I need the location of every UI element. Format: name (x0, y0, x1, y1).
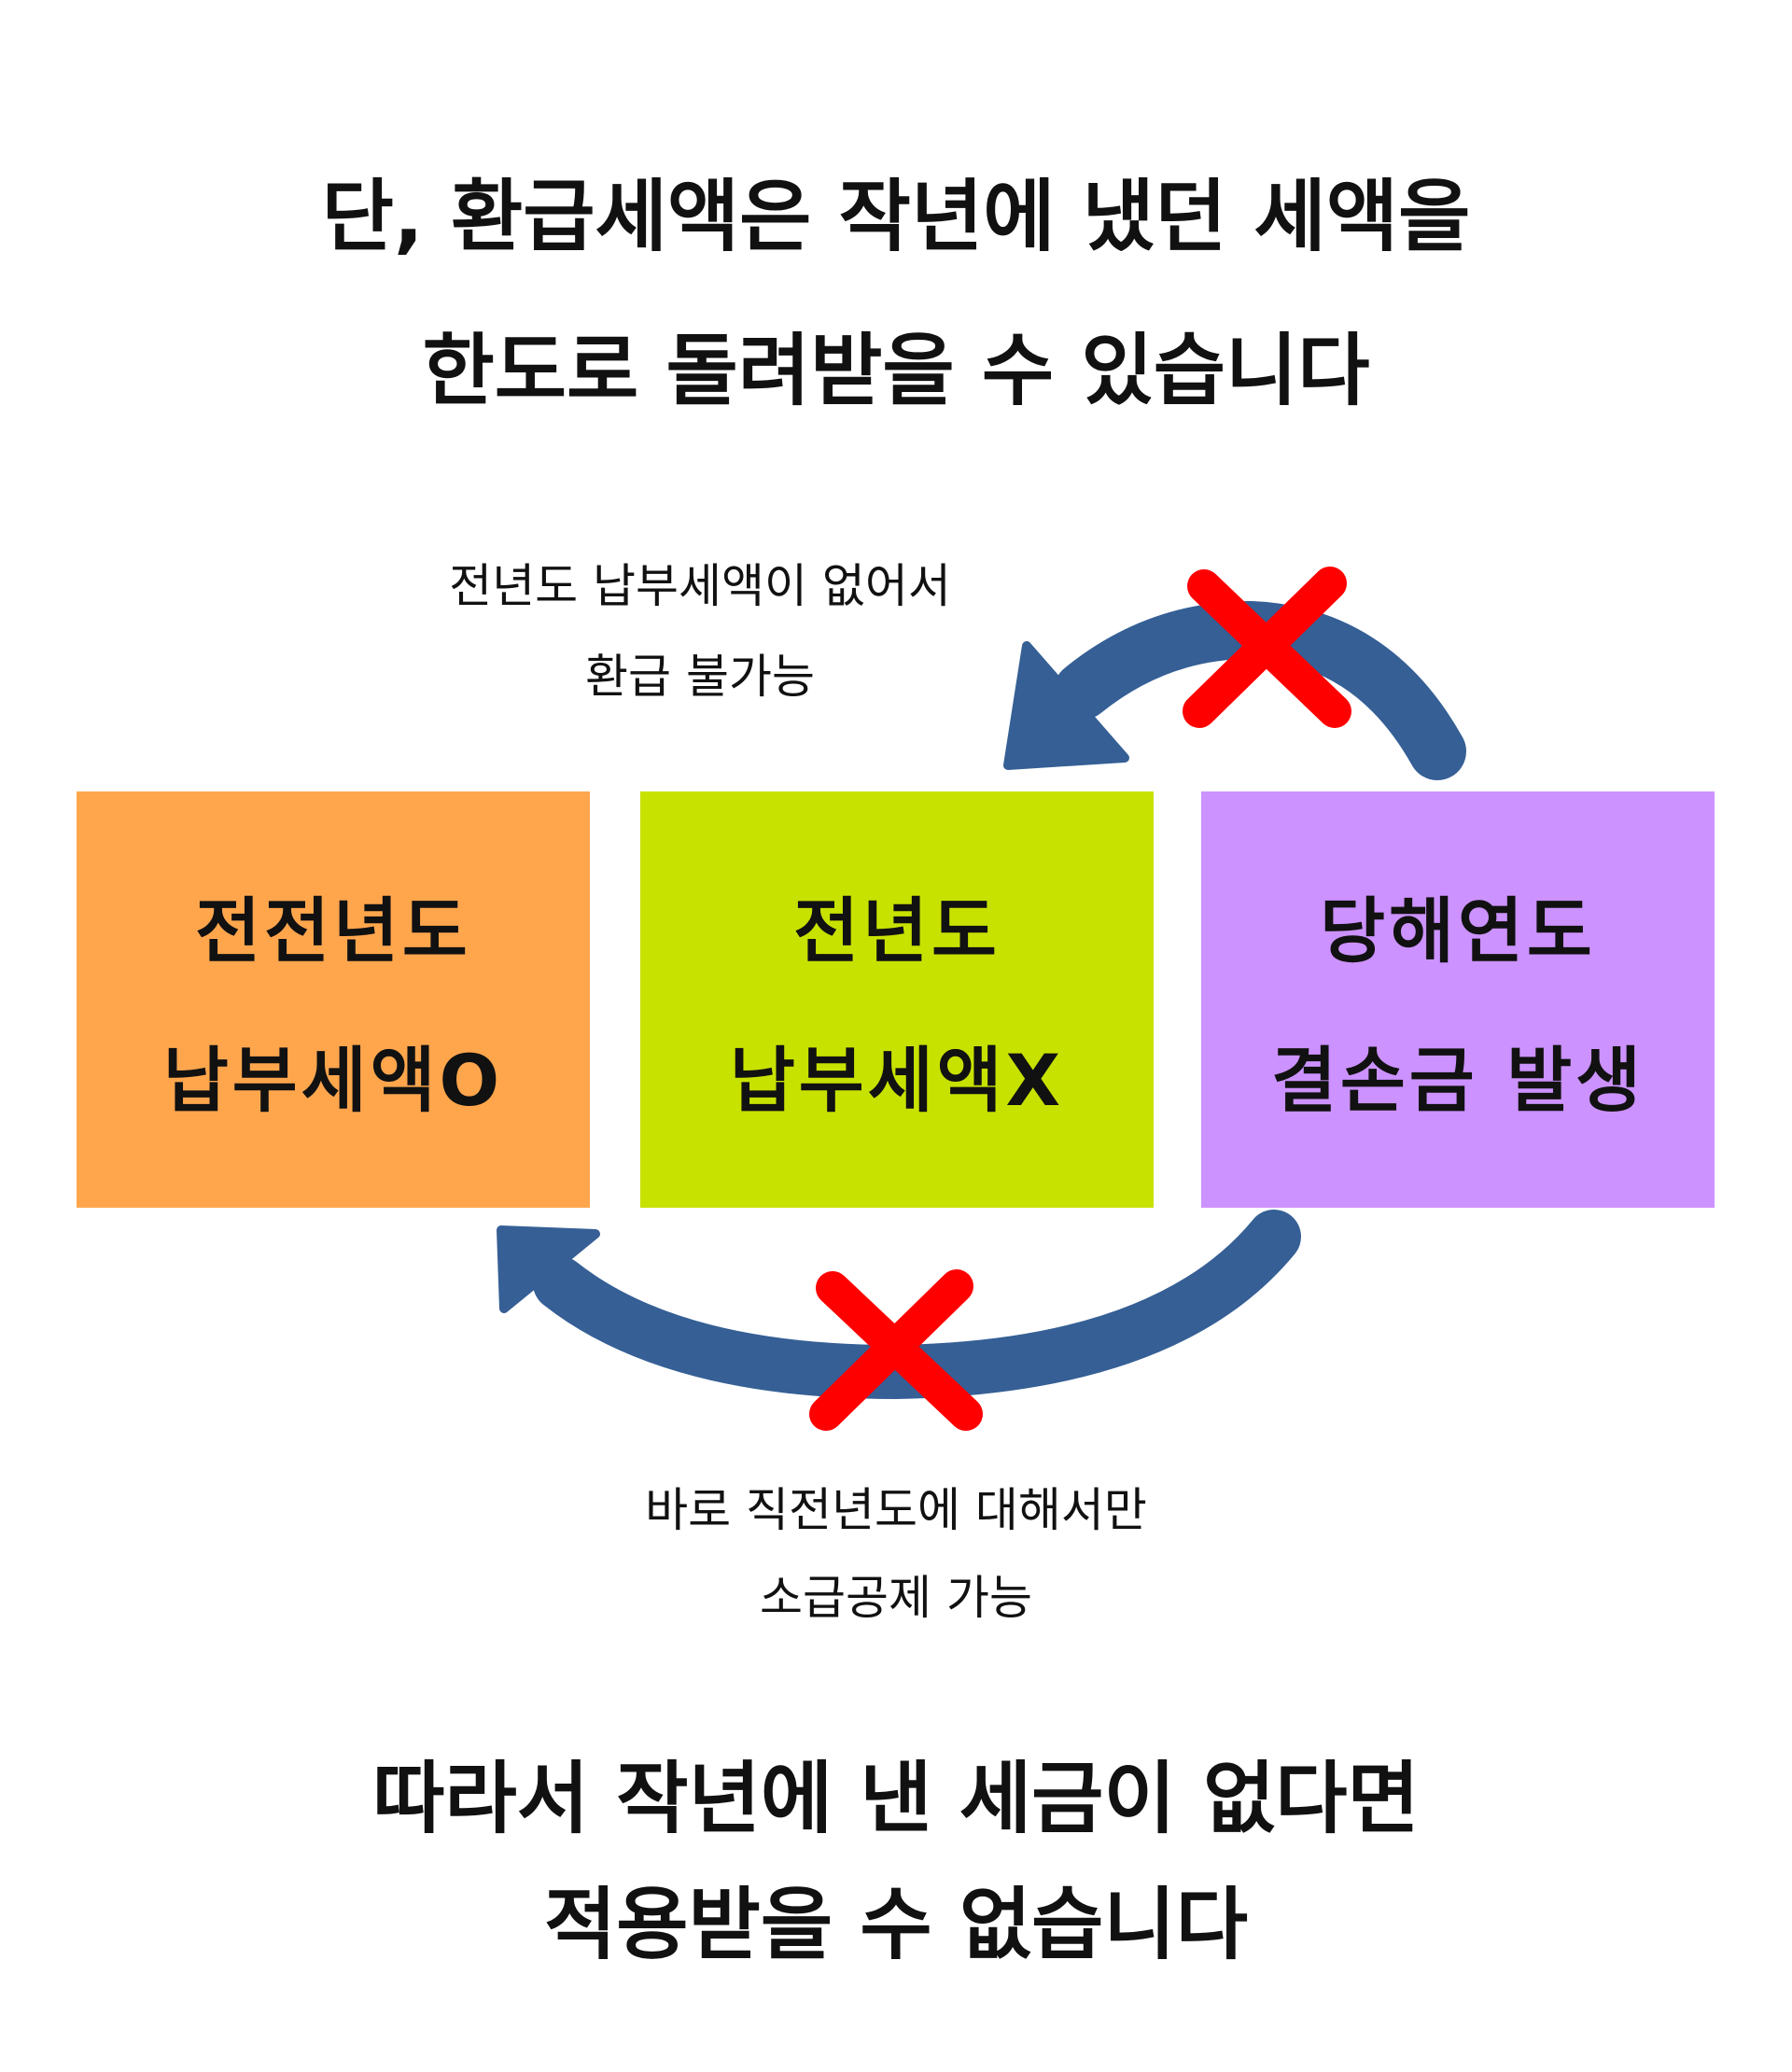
footer-line-2: 적용받을 수 없습니다 (543, 1879, 1248, 1970)
header-line-1: 단, 환급세액은 작년에 냈던 세액을 (321, 171, 1471, 262)
box-title: 전전년도 (195, 889, 471, 973)
box-current-year: 당해연도 결손금 발생 (1201, 791, 1715, 1208)
bottom-cross-icon (809, 1269, 983, 1431)
top-cross-icon (1183, 567, 1351, 728)
box-subtitle: 결손금 발생 (1270, 1039, 1645, 1122)
box-title: 전년도 (793, 889, 1001, 973)
box-subtitle: 납부세액X (729, 1039, 1065, 1122)
box-title: 당해연도 (1320, 889, 1596, 973)
header-line-2: 한도로 돌려받을 수 있습니다 (422, 325, 1370, 416)
top-note-line-2: 환급 불가능 (585, 650, 815, 704)
footer-line-1: 따라서 작년에 낸 세금이 없다면 (372, 1753, 1420, 1844)
top-note-line-1: 전년도 납부세액이 없어서 (449, 559, 951, 613)
box-last-year: 전년도 납부세액X (640, 791, 1154, 1208)
bottom-note-line-1: 바로 직전년도에 대해서만 (645, 1483, 1147, 1537)
box-subtitle: 납부세액O (162, 1039, 504, 1122)
box-two-years-ago: 전전년도 납부세액O (77, 791, 590, 1208)
bottom-arrow-icon (497, 1210, 1301, 1400)
bottom-note-line-2: 소급공제 가능 (760, 1571, 1032, 1625)
